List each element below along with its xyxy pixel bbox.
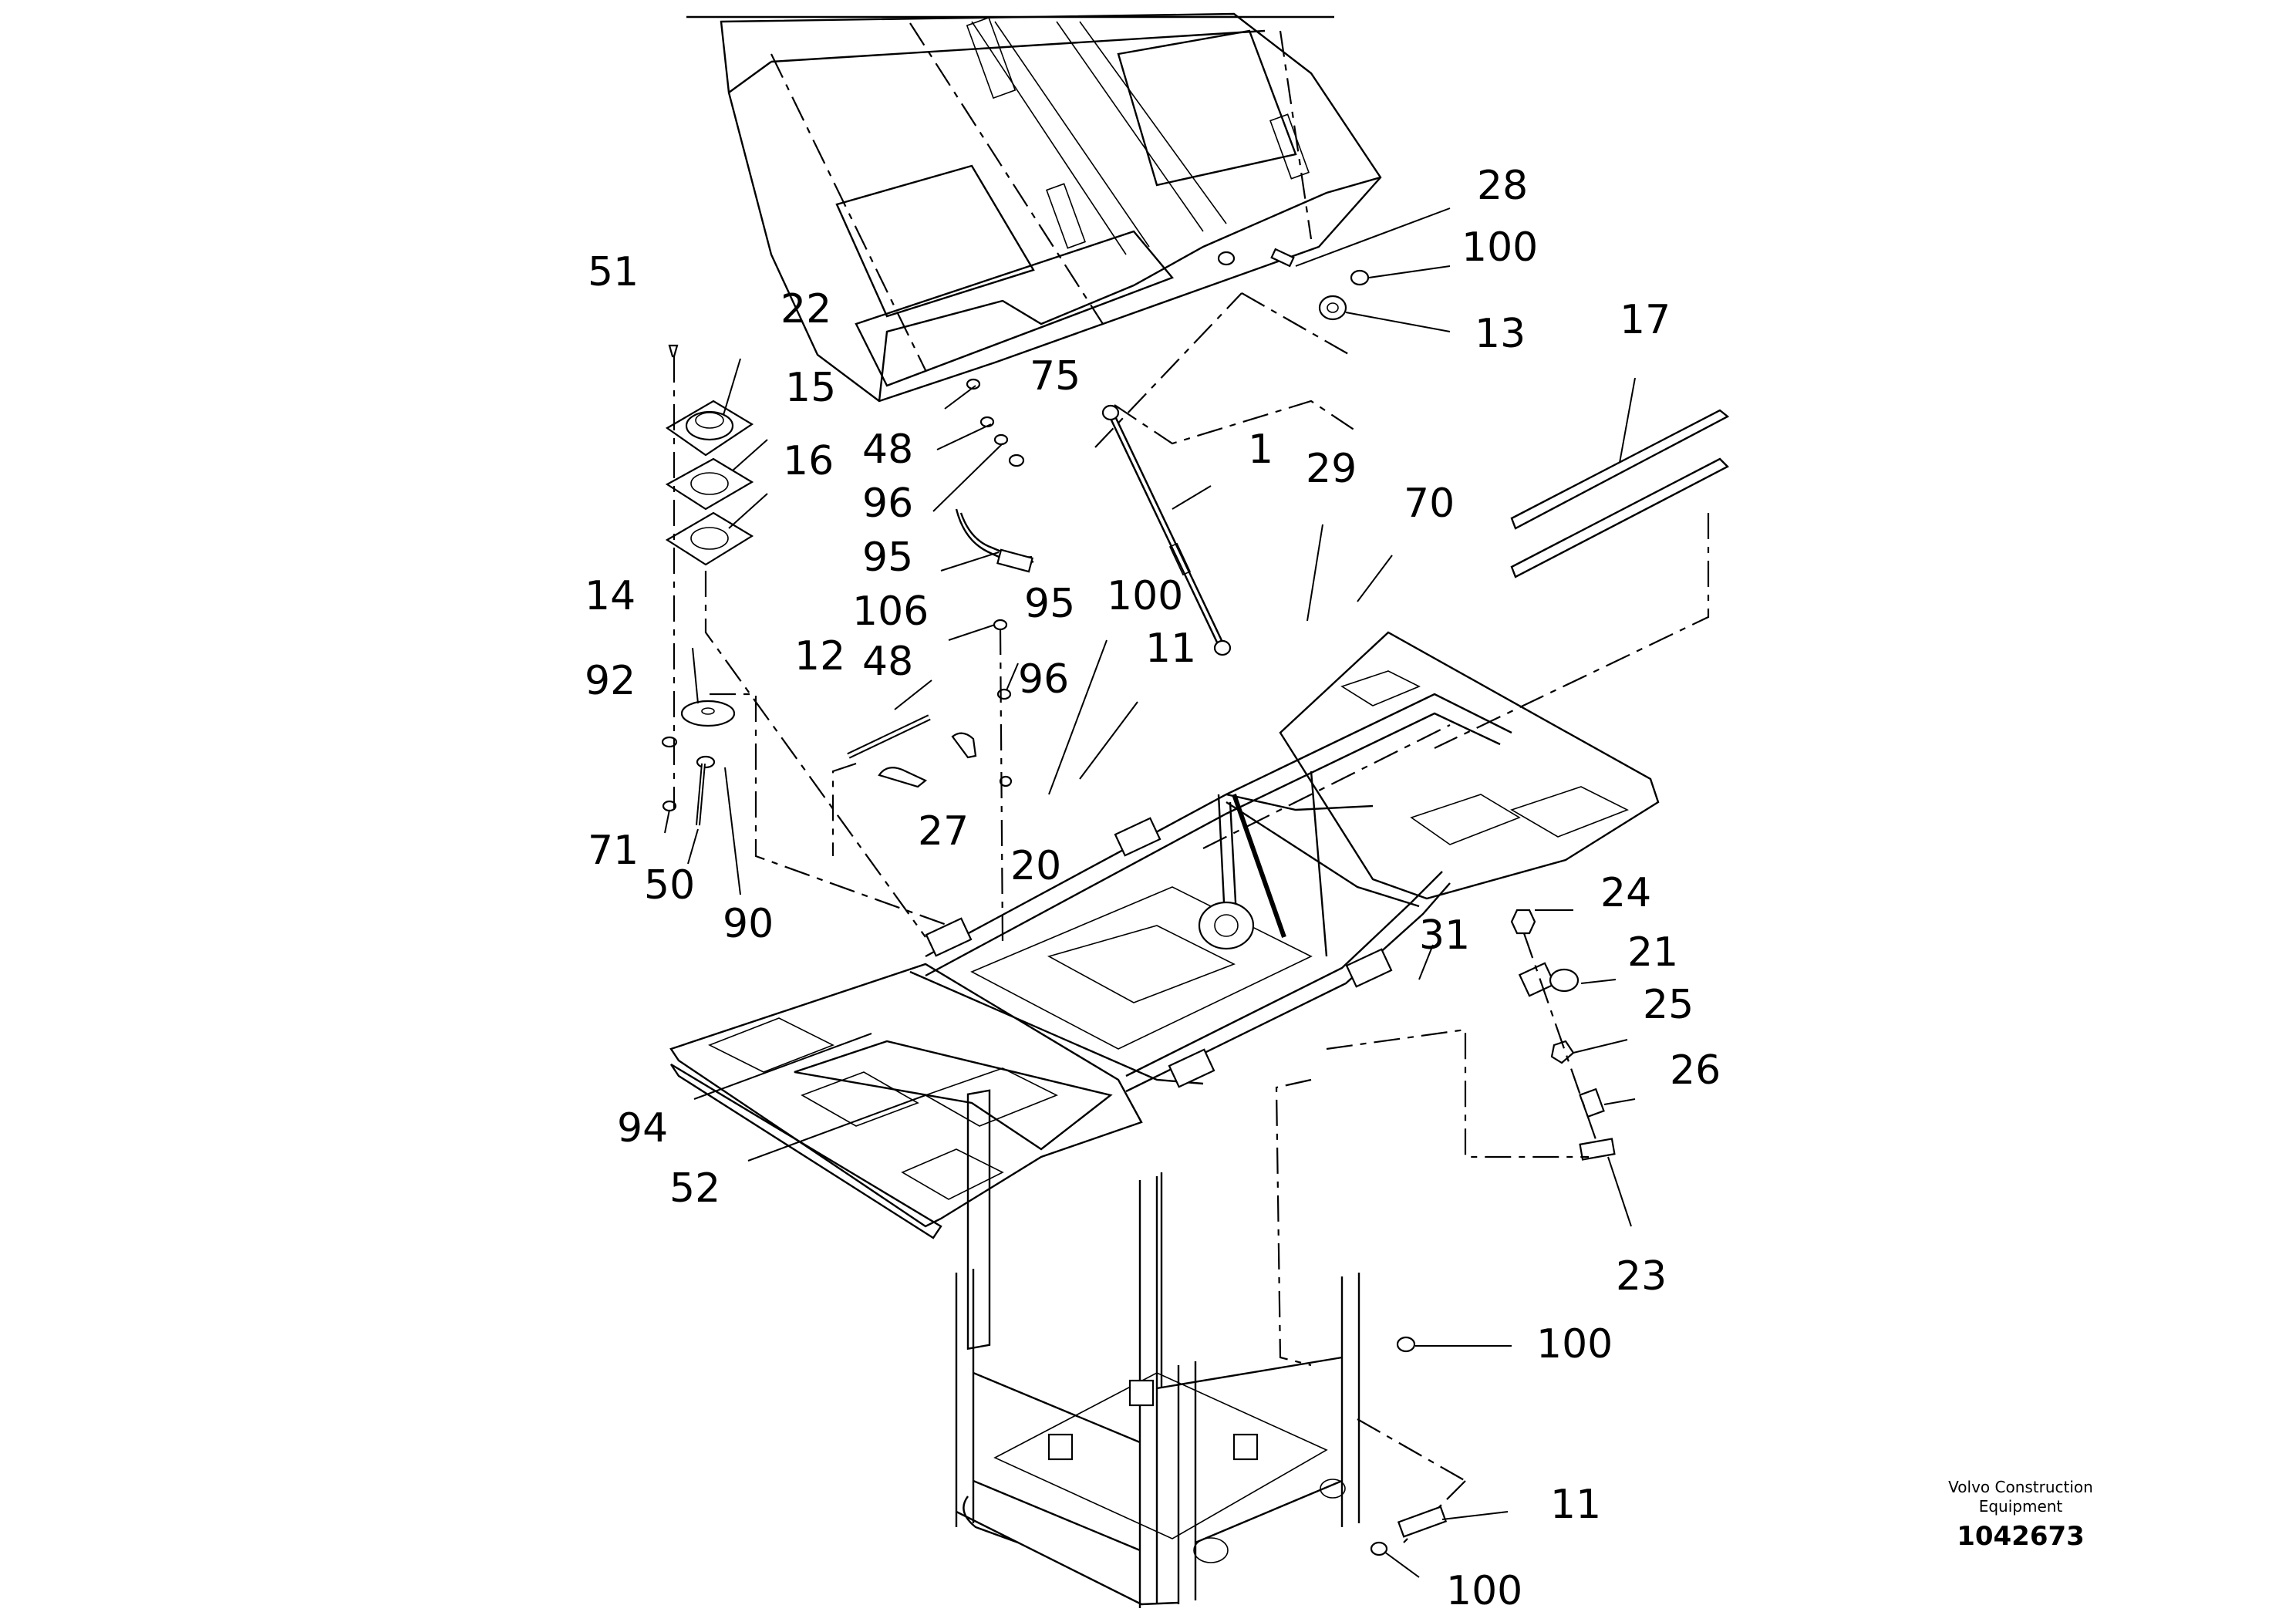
callout-23: 23	[1616, 1253, 1667, 1300]
callout-15: 15	[785, 365, 836, 411]
document-number: 1042673	[1957, 1521, 2085, 1552]
callout-75: 75	[1030, 353, 1081, 400]
callout-21: 21	[1627, 929, 1678, 976]
beam-set	[1434, 409, 1730, 749]
callout-70: 70	[1404, 481, 1455, 527]
callout-96: 96	[862, 481, 913, 527]
callout-92: 92	[585, 658, 636, 704]
callout-29: 29	[1306, 446, 1357, 492]
brand-block: Volvo Construction Equipment 1042673	[1948, 1478, 2093, 1552]
callout-13: 13	[1475, 311, 1526, 357]
sub-frame	[955, 1089, 1466, 1608]
callout-71: 71	[588, 828, 639, 874]
floor-frame	[669, 631, 1660, 1239]
bottom-small-parts	[1370, 1336, 1448, 1556]
callout-11: 11	[1550, 1482, 1601, 1528]
callout-20: 20	[1010, 843, 1061, 889]
callout-52: 52	[669, 1165, 720, 1212]
callout-31: 31	[1419, 912, 1470, 959]
callout-25: 25	[1643, 982, 1694, 1028]
callout-94: 94	[617, 1105, 668, 1152]
leader-lines	[664, 207, 1636, 1578]
cab-upper-assembly	[686, 12, 1382, 403]
callout-16: 16	[783, 438, 834, 484]
callouts: 28 100 13 17 51 22 15 75 48 16 1 29 96 7…	[585, 163, 1721, 1614]
callout-100: 100	[1446, 1568, 1522, 1614]
callout-48: 48	[862, 427, 913, 473]
seat-bracket-parts	[1094, 248, 1370, 448]
callout-24: 24	[1600, 870, 1651, 916]
callout-26: 26	[1670, 1047, 1721, 1094]
fittings-stack	[1275, 909, 1616, 1367]
callout-50: 50	[644, 862, 695, 909]
callout-11: 11	[1145, 626, 1196, 672]
callout-100: 100	[1462, 224, 1538, 271]
brand-line-1: Volvo Construction	[1948, 1478, 2093, 1496]
callout-100: 100	[1107, 573, 1183, 619]
callout-96: 96	[1018, 656, 1069, 703]
gas-strut	[1101, 400, 1358, 656]
callout-90: 90	[723, 901, 774, 947]
brand-line-2: Equipment	[1979, 1497, 2063, 1516]
callout-48: 48	[862, 639, 913, 685]
callout-100: 100	[1536, 1321, 1613, 1367]
callout-27: 27	[918, 808, 969, 855]
callout-95: 95	[1024, 581, 1075, 627]
callout-1: 1	[1248, 427, 1273, 473]
fastener-group	[955, 378, 1034, 573]
callout-106: 106	[852, 588, 929, 635]
callout-14: 14	[585, 573, 636, 619]
pin-clip-group	[831, 619, 1013, 942]
callout-28: 28	[1477, 163, 1528, 209]
callout-51: 51	[588, 249, 639, 295]
callout-12: 12	[794, 633, 845, 679]
callout-17: 17	[1620, 297, 1671, 343]
callout-95: 95	[862, 534, 913, 581]
callout-22: 22	[781, 286, 831, 332]
